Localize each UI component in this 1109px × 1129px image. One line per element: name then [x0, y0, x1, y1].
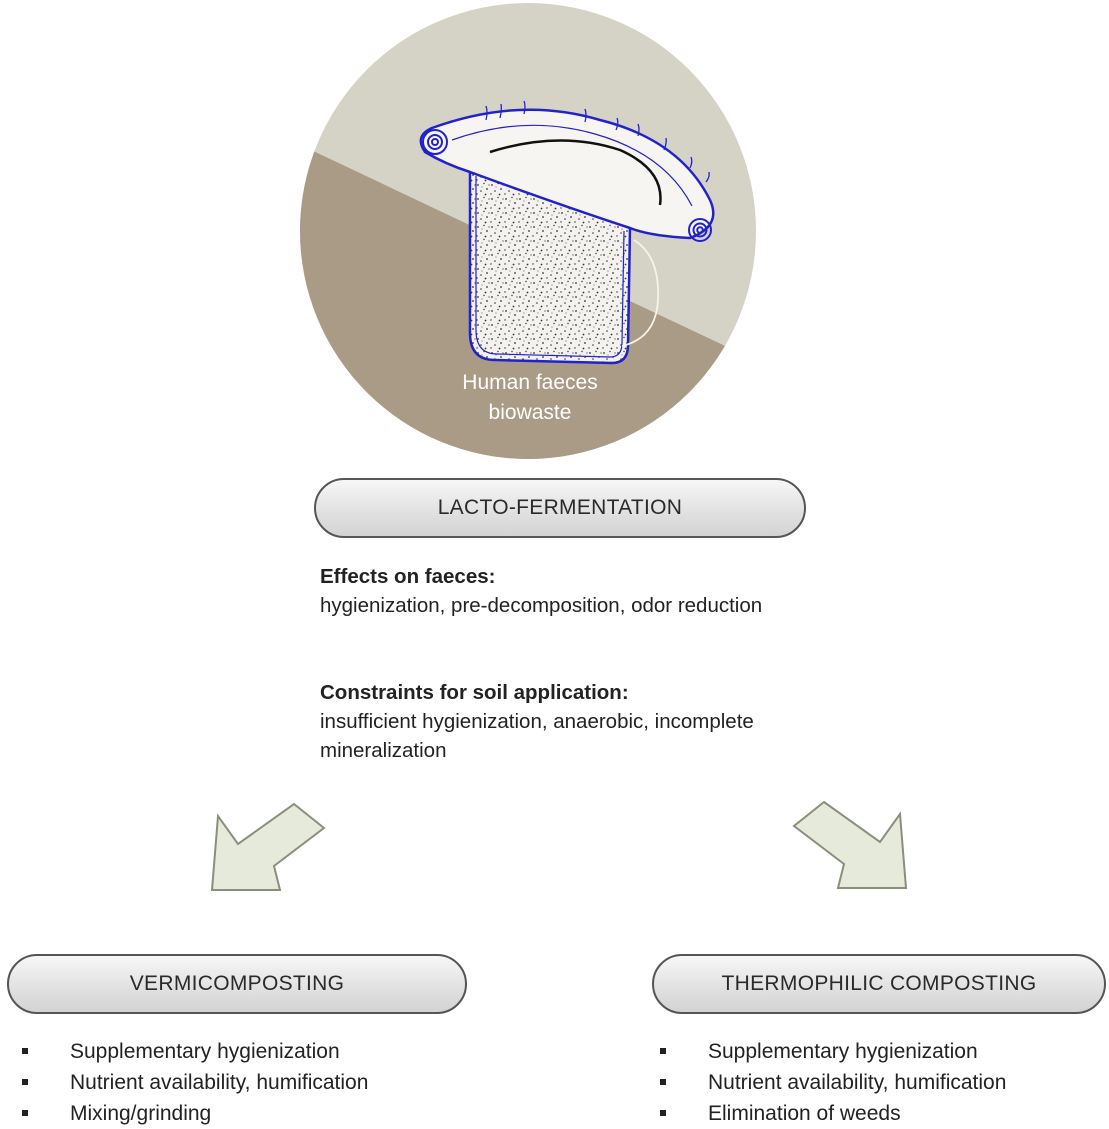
- vermicomposting-label: VERMICOMPOSTING: [129, 972, 345, 995]
- seat-hairs: [485, 100, 710, 183]
- constraints-heading: Constraints for soil application:: [320, 681, 629, 704]
- arrow-down-right-icon: [792, 800, 908, 889]
- toilet-seat: [419, 108, 715, 240]
- list-item: Supplementary hygienization: [10, 1036, 368, 1067]
- constraints-text: insufficient hygienization, anaerobic, i…: [320, 710, 754, 762]
- bucket-body-inner-line: [475, 176, 625, 358]
- bucket-body: [468, 170, 632, 365]
- effects-text: hygienization, pre-decomposition, odor r…: [320, 594, 763, 617]
- effects-heading: Effects on faeces:: [320, 565, 496, 588]
- thermophilic-composting-label: THERMOPHILIC COMPOSTING: [721, 972, 1037, 995]
- seat-curl-right: [688, 218, 712, 242]
- vermicomposting-list: Supplementary hygienization Nutrient ava…: [10, 1036, 368, 1129]
- illustration-caption-line1: Human faeces: [462, 371, 598, 394]
- list-item: Nutrient availability, humification: [648, 1067, 1006, 1098]
- vermicomposting-box: VERMICOMPOSTING: [7, 954, 467, 1014]
- arrow-down-left-icon: [210, 802, 326, 891]
- constraints-section: Constraints for soil application: insuff…: [320, 678, 780, 765]
- illustration-caption-line2: biowaste: [488, 401, 572, 424]
- toilet-seat-inner: [451, 124, 693, 207]
- thermophilic-composting-box: THERMOPHILIC COMPOSTING: [652, 954, 1106, 1014]
- list-item: Supplementary hygienization: [648, 1036, 1006, 1067]
- hole-edge: [621, 239, 659, 347]
- effects-section: Effects on faeces: hygienization, pre-de…: [320, 562, 810, 620]
- toilet-seat-opening: [489, 139, 662, 206]
- lacto-fermentation-label: LACTO-FERMENTATION: [437, 496, 683, 519]
- toilet-illustration: [300, 3, 756, 459]
- seat-curl-left: [422, 129, 448, 155]
- list-item: Mixing/grinding: [10, 1098, 368, 1129]
- list-item: Elimination of weeds: [648, 1098, 1006, 1129]
- thermophilic-composting-list: Supplementary hygienization Nutrient ava…: [648, 1036, 1006, 1129]
- list-item: Nutrient availability, humification: [10, 1067, 368, 1098]
- lacto-fermentation-box: LACTO-FERMENTATION: [314, 478, 806, 538]
